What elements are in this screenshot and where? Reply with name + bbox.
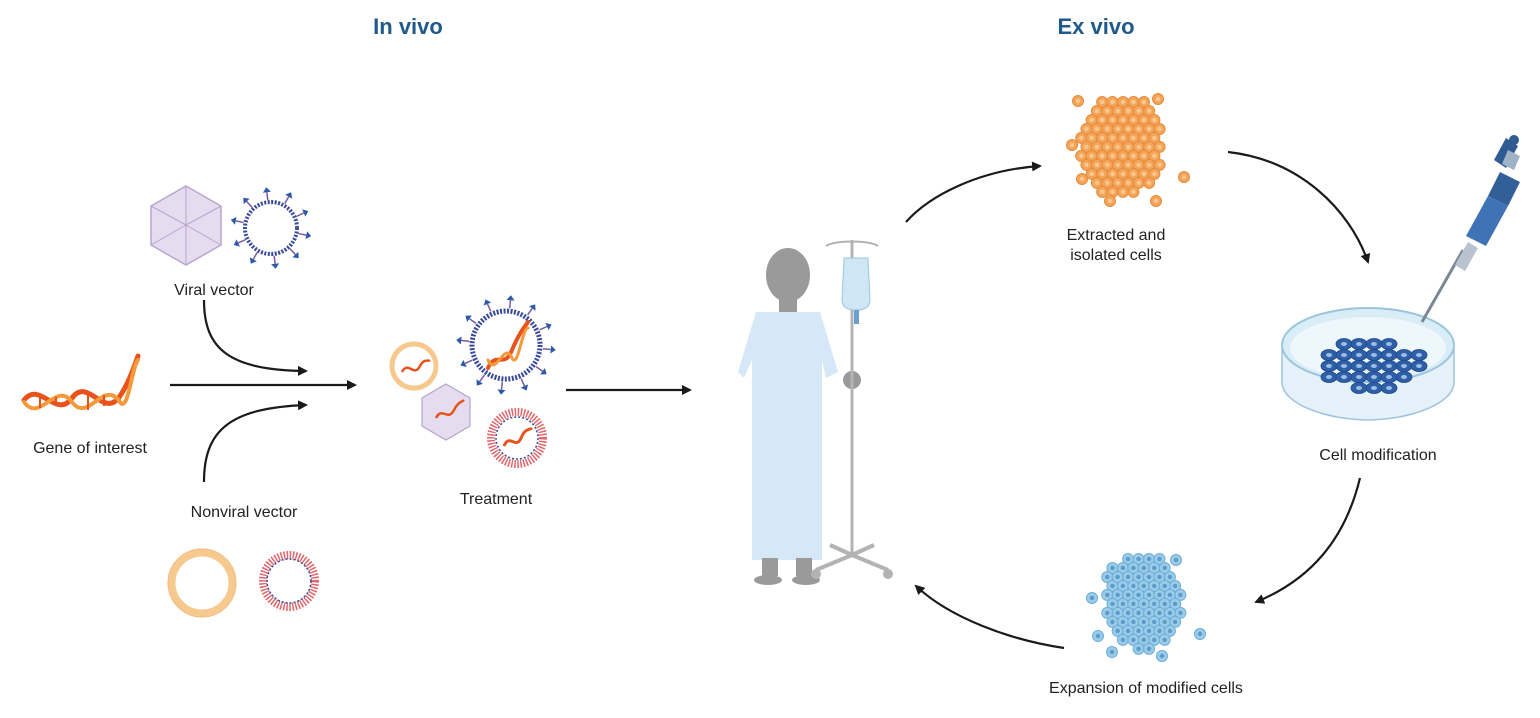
label-extracted-cells-line1: Extracted and <box>1067 227 1166 244</box>
enveloped-virus-icon <box>229 186 313 270</box>
spike-glycoprotein <box>496 380 508 396</box>
arrow-expansion-to-patient <box>914 584 1065 650</box>
modified-cells-cluster <box>1086 552 1206 662</box>
label-cell-modification: Cell modification <box>1319 447 1436 464</box>
spike-glycoprotein <box>532 362 550 379</box>
treatment-liposome-icon <box>389 341 439 391</box>
arrow-extracted-to-modification <box>1227 150 1371 264</box>
arrow-nonviral-to-combine <box>202 400 308 483</box>
label-expansion-of-modified-cells: Expansion of modified cells <box>1049 680 1243 697</box>
label-nonviral-vector: Nonviral vector <box>191 504 298 521</box>
label-viral-vector: Viral vector <box>174 282 254 299</box>
dna-helix-icon <box>21 353 141 411</box>
label-treatment: Treatment <box>460 491 533 508</box>
treatment-enveloped-virus-icon <box>455 294 557 396</box>
spike-glycoprotein <box>455 335 471 347</box>
arrow-modification-to-expansion <box>1254 477 1362 604</box>
petri-dish-icon <box>1281 307 1455 421</box>
spike-glycoprotein <box>261 186 273 202</box>
heading-ex-vivo: Ex vivo <box>1057 14 1134 39</box>
iv-stand-icon <box>811 240 893 579</box>
lipid-nanoparticle-icon <box>259 551 319 611</box>
spike-glycoprotein <box>458 355 475 370</box>
treatment-lipid-nanoparticle-icon <box>487 408 547 468</box>
extracted-cells-cluster <box>1066 93 1190 207</box>
patient-icon <box>738 248 861 585</box>
label-gene-of-interest: Gene of interest <box>33 440 147 457</box>
spike-glycoprotein <box>294 206 311 221</box>
spike-glycoprotein <box>504 294 516 310</box>
spike-glycoprotein <box>541 343 557 355</box>
spike-glycoprotein <box>229 215 246 228</box>
adenovirus-capsid-icon <box>150 185 222 266</box>
spike-glycoprotein <box>269 254 281 270</box>
spike-glycoprotein <box>537 320 554 335</box>
arrow-viral-to-combine <box>202 299 308 376</box>
treatment-capsid-icon <box>421 383 471 441</box>
arrow-patient-to-extracted <box>905 161 1042 223</box>
heading-in-vivo: In vivo <box>373 14 443 39</box>
spike-glycoprotein <box>481 297 496 314</box>
spike-glycoprotein <box>516 376 531 393</box>
label-extracted-cells-line2: isolated cells <box>1070 247 1162 264</box>
pipette-icon <box>1420 135 1520 323</box>
liposome-icon <box>167 548 237 618</box>
spike-glycoprotein <box>296 228 313 241</box>
